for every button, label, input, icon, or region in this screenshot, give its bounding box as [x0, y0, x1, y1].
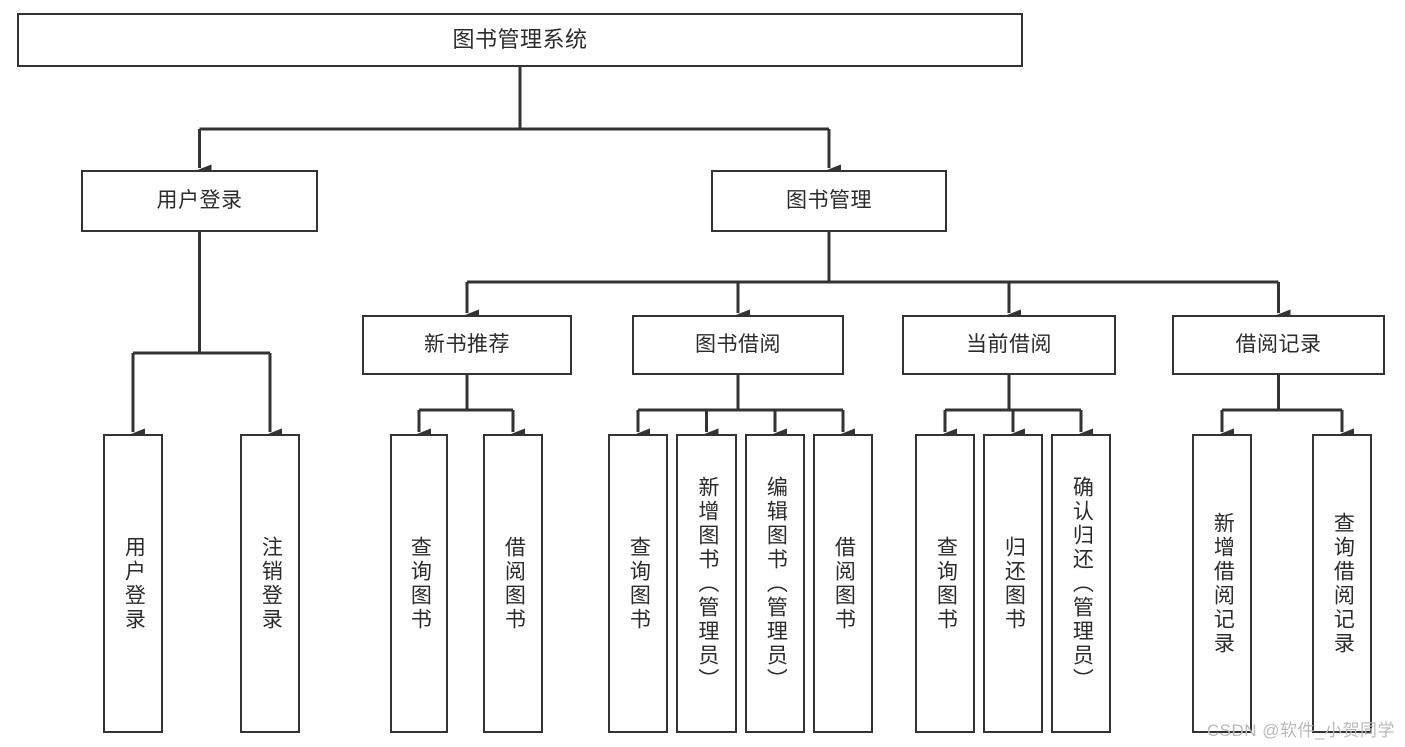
node-label-leaf-user-login: 用户登录 [122, 535, 146, 632]
node-label-leaf-query-book-3: 查询图书 [934, 535, 958, 632]
node-leaf-borrow-book-2[interactable]: 借阅图书 [813, 434, 873, 733]
node-label-borrow-record: 借阅记录 [1235, 332, 1322, 356]
node-leaf-borrow-book-1[interactable]: 借阅图书 [483, 434, 543, 733]
node-label-leaf-borrow-book-2: 借阅图书 [832, 535, 856, 632]
node-label-leaf-edit-book: 编辑图书（管理员） [764, 475, 788, 692]
node-label-leaf-query-record: 查询借阅记录 [1331, 511, 1355, 656]
node-leaf-add-record[interactable]: 新增借阅记录 [1192, 434, 1252, 733]
node-leaf-add-book[interactable]: 新增图书（管理员） [676, 434, 737, 733]
node-label-leaf-user-logout: 注销登录 [259, 535, 283, 632]
node-label-leaf-confirm-return: 确认归还（管理员） [1070, 475, 1094, 692]
node-root[interactable]: 图书管理系统 [17, 13, 1023, 67]
node-user-login[interactable]: 用户登录 [81, 170, 318, 232]
node-label-book-manage: 图书管理 [786, 188, 872, 212]
node-label-leaf-add-book: 新增图书（管理员） [695, 475, 719, 692]
node-borrow-record[interactable]: 借阅记录 [1172, 315, 1385, 375]
node-label-leaf-query-book-2: 查询图书 [627, 535, 651, 632]
node-book-manage[interactable]: 图书管理 [711, 170, 947, 232]
node-leaf-confirm-return[interactable]: 确认归还（管理员） [1051, 434, 1111, 733]
node-leaf-query-record[interactable]: 查询借阅记录 [1312, 434, 1372, 733]
node-label-leaf-query-book-1: 查询图书 [408, 535, 432, 632]
node-label-book-borrow: 图书借阅 [695, 332, 781, 356]
node-label-user-login: 用户登录 [156, 188, 243, 212]
node-leaf-return-book[interactable]: 归还图书 [983, 434, 1043, 733]
node-label-root: 图书管理系统 [452, 27, 588, 53]
node-current-borrow[interactable]: 当前借阅 [902, 315, 1116, 375]
node-leaf-edit-book[interactable]: 编辑图书（管理员） [745, 434, 805, 733]
csdn-watermark: CSDN @软件_小贺同学 [1206, 721, 1395, 740]
node-new-book-rec[interactable]: 新书推荐 [362, 315, 572, 375]
node-leaf-query-book-2[interactable]: 查询图书 [608, 434, 668, 733]
node-leaf-user-logout[interactable]: 注销登录 [240, 434, 300, 733]
node-label-new-book-rec: 新书推荐 [424, 332, 510, 356]
node-label-leaf-borrow-book-1: 借阅图书 [502, 535, 526, 632]
node-book-borrow[interactable]: 图书借阅 [632, 315, 844, 375]
node-label-current-borrow: 当前借阅 [966, 332, 1052, 356]
node-label-leaf-return-book: 归还图书 [1002, 535, 1026, 632]
node-leaf-user-login[interactable]: 用户登录 [103, 434, 163, 733]
node-leaf-query-book-1[interactable]: 查询图书 [390, 434, 448, 733]
node-leaf-query-book-3[interactable]: 查询图书 [915, 434, 975, 733]
node-label-leaf-add-record: 新增借阅记录 [1211, 511, 1235, 656]
